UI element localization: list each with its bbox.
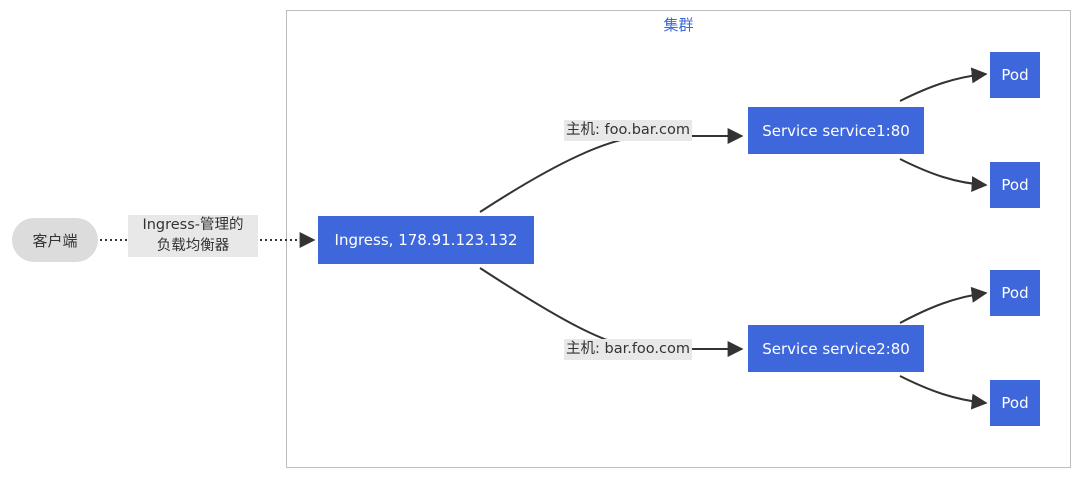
ingress-lb-label-line1: Ingress-管理的: [142, 217, 244, 233]
pod-node-2: Pod: [990, 162, 1040, 208]
edge-ingress-service2: [479, 267, 744, 357]
pod-node-3: Pod: [990, 270, 1040, 316]
ingress-lb-label: Ingress-管理的 负载均衡器: [128, 215, 258, 257]
client-node: 客户端: [12, 218, 98, 262]
edge-service2-pod3: [899, 286, 988, 324]
ingress-node: Ingress, 178.91.123.132: [318, 216, 534, 264]
service1-node: Service service1:80: [748, 107, 924, 154]
service2-node: Service service2:80: [748, 325, 924, 372]
ingress-lb-label-line2: 负载均衡器: [156, 238, 230, 254]
pod-node-4: Pod: [990, 380, 1040, 426]
host-label-service1: 主机: foo.bar.com: [564, 120, 692, 141]
edge-service1-pod2: [899, 158, 988, 193]
host-label-service2: 主机: bar.foo.com: [564, 339, 692, 360]
cluster-title: 集群: [663, 16, 694, 34]
edge-ingress-service1: [479, 128, 744, 213]
edge-service1-pod1: [899, 67, 988, 102]
edge-service2-pod4: [899, 375, 988, 410]
pod-node-1: Pod: [990, 52, 1040, 98]
